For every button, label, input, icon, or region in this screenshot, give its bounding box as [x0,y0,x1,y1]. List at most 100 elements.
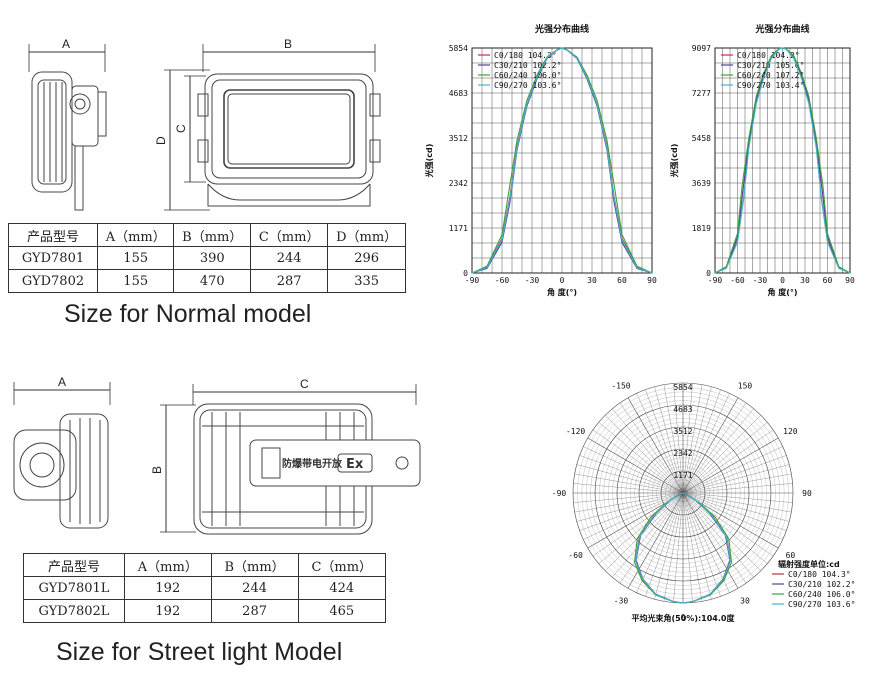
polar-spoke [682,492,703,602]
header-cell: A（mm） [124,553,212,577]
table-cell: GYD7802 [8,269,98,293]
street-spec-table: 产品型号 A（mm） B（mm） C（mm） GYD7801L 192 244 … [23,553,387,623]
street-label-plate: 防爆带电开放 [282,457,343,470]
polar-spoke [583,446,684,494]
polar-spoke [682,384,703,494]
polar-angle-label: 120 [783,427,798,436]
polar-spoke [673,383,684,494]
table-cell: 390 [173,246,252,270]
table-cell: GYD7801 [8,246,98,270]
table-cell: 287 [210,599,299,623]
table-row: GYD7801L 192 244 424 [23,576,387,600]
series-line [471,47,653,274]
polar-spoke [576,464,684,494]
polar-spoke [682,446,783,494]
polar-radial-label: 3512 [673,427,692,436]
dim-c-label: C [174,124,188,133]
polar-spoke [682,492,712,600]
polar-spoke [574,492,684,513]
polar-spoke [612,492,684,578]
legend-label: C30/210 102.2° [494,61,561,70]
x-axis-label: 角 度(°) [547,287,577,297]
polar-spoke [605,415,684,494]
legend-label: C60/240 107.2° [737,71,804,80]
polar-spoke [663,492,684,602]
x-tick-label: 0 [780,276,785,285]
polar-spoke [682,492,721,597]
x-tick-label: 60 [617,276,627,285]
x-tick-label: 0 [560,276,565,285]
polar-angle-label: -60 [568,551,583,560]
legend-label: C30/210 102.2° [788,580,855,589]
polar-spoke [636,393,684,494]
x-tick-label: 30 [800,276,810,285]
polar-spoke [592,429,684,494]
polar-spoke [682,383,693,494]
polar-spoke [682,483,793,494]
polar-footer: 平均光束角(50%):104.0度 [632,613,736,623]
polar-spoke [619,492,684,584]
x-tick-label: -90 [465,276,480,285]
polar-spoke [682,402,747,494]
polar-angle-label: -120 [566,427,585,436]
polar-spoke [682,492,730,593]
table-header-row: 产品型号 A（mm） B（mm） C（mm） [23,553,387,577]
polar-spoke [598,492,684,564]
table-cell: 465 [297,599,387,623]
polar-spoke [682,492,790,522]
polar-spoke [627,397,684,494]
polar-spoke [682,492,754,578]
polar-angle-label: 0 [681,613,686,622]
polar-radial-label: 4683 [673,405,692,414]
table-cell: 335 [327,269,406,293]
polar-angle-label: 90 [802,489,812,498]
polar-angle-label: -150 [611,382,630,391]
x-tick-label: -30 [525,276,540,285]
polar-spoke [682,492,761,571]
y-tick-label: 0 [463,269,468,278]
table-cell: 155 [96,246,175,270]
polar-spoke [612,408,684,494]
polar-spoke [636,492,684,593]
x-tick-label: -90 [708,276,723,285]
polar-spoke [598,422,684,494]
polar-spoke [579,492,684,531]
y-tick-label: 3512 [449,134,468,143]
polar-spoke [587,437,684,494]
x-tick-label: 90 [647,276,657,285]
polar-angle-label: -30 [614,596,629,605]
chart-title: 光强分布曲线 [534,23,589,35]
polar-spoke [682,437,779,494]
y-tick-label: 3639 [692,179,711,188]
polar-spoke [592,492,684,557]
polar-spoke [682,473,792,494]
table-cell: 424 [297,576,387,600]
polar-spoke [682,492,787,531]
polar-spoke [663,384,684,494]
polar-spoke [654,386,684,494]
polar-spoke [574,473,684,494]
table-cell: 192 [124,576,212,600]
polar-spoke [682,397,739,494]
x-tick-label: 60 [823,276,833,285]
polar-spoke [576,492,684,522]
header-cell: 产品型号 [23,553,125,577]
dim-a-label: A [62,37,70,51]
header-cell: B（mm） [173,223,252,247]
y-tick-label: 0 [706,269,711,278]
header-cell: A（mm） [96,223,175,247]
x-axis-label: 角 度(°) [767,287,797,297]
polar-spoke [682,492,774,557]
table-row: GYD7801 155 390 244 296 [8,246,406,270]
table-cell: 244 [250,246,329,270]
x-tick-label: 30 [587,276,597,285]
table-cell: GYD7801L [23,576,125,600]
polar-spoke [682,386,712,494]
polar-spoke [682,393,730,494]
legend-label: C0/180 104.3° [494,51,557,60]
table-row: GYD7802L 192 287 465 [23,599,387,623]
series-line [714,47,851,274]
header-cell: B（mm） [210,553,299,577]
polar-spoke [579,455,684,494]
polar-spoke [682,492,793,503]
